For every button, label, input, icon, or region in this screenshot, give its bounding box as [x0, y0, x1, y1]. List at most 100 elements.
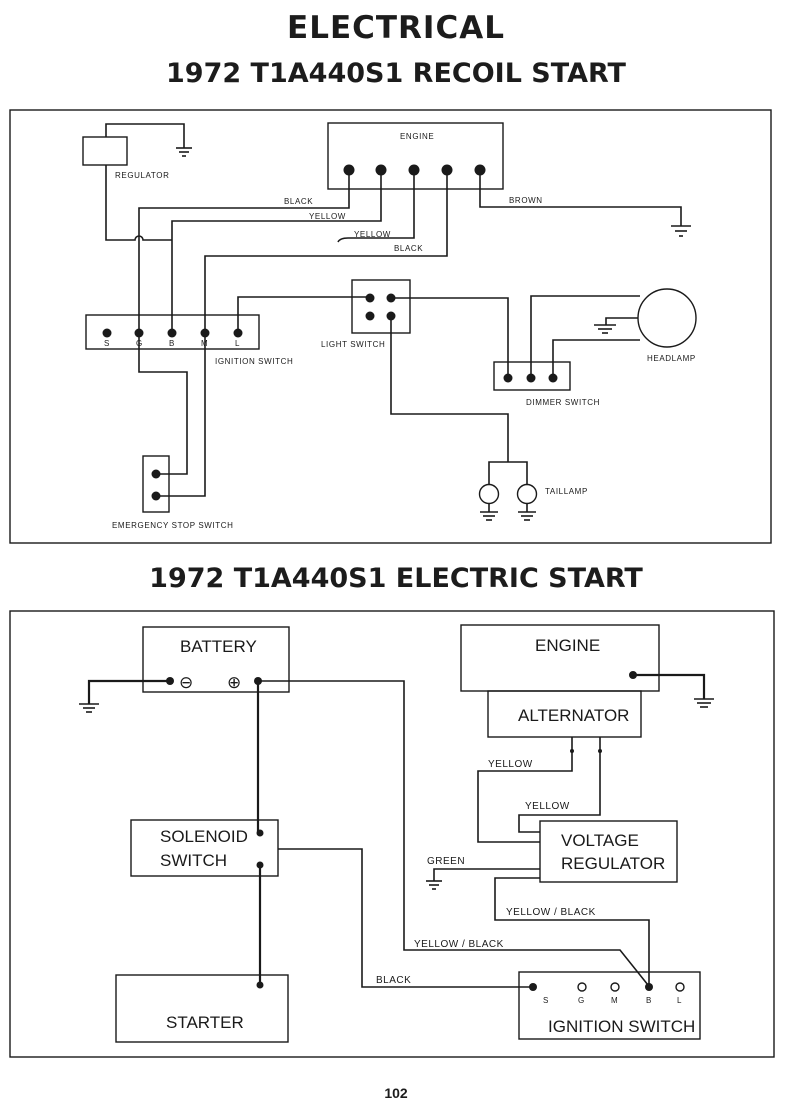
taillamp-label: TAILLAMP	[545, 487, 588, 496]
starter-label: STARTER	[166, 1013, 244, 1032]
stop-switch-kill-wire	[156, 333, 206, 497]
ignition-switch-label: IGNITION SWITCH	[548, 1017, 695, 1036]
starter-terminal	[256, 981, 264, 989]
battery-minus-icon: ⊖	[179, 673, 193, 692]
ignition-terminal-s	[529, 983, 537, 991]
black-wire-2-label: BLACK	[394, 244, 423, 253]
yellow-wire-2-label: YELLOW	[354, 230, 391, 239]
brown-wire	[479, 170, 682, 226]
yellow-wire-1	[477, 737, 573, 843]
yellow-black-wire-regulator	[494, 877, 650, 987]
lighting-feed-wire	[237, 296, 370, 333]
ignition-terminal-b	[645, 983, 653, 991]
alternator-box	[487, 690, 642, 738]
engine-label: ENGINE	[535, 636, 600, 655]
light-to-dimmer-wire	[391, 297, 509, 378]
regulator-box	[82, 136, 128, 166]
yellow-wire-2	[518, 737, 601, 833]
engine-box	[327, 122, 504, 190]
regulator-label: REGULATOR	[115, 171, 169, 180]
solenoid-label-line2: SWITCH	[160, 851, 227, 870]
ignition-switch-box	[518, 971, 701, 1040]
ground-symbol	[671, 225, 691, 237]
ignition-terminal-labels: S G B M L	[104, 339, 240, 348]
solenoid-terminal	[256, 829, 264, 837]
battery-ground-wire	[87, 679, 170, 704]
solenoid-label-line1: SOLENOID	[160, 827, 248, 846]
black-wire	[278, 848, 530, 988]
ignition-terminal-g	[577, 982, 587, 992]
ignition-switch-box	[85, 314, 260, 350]
terminal-s: S	[104, 339, 110, 348]
ground-symbol	[594, 324, 616, 334]
taillamp-icon	[478, 483, 500, 521]
starter-box	[115, 974, 289, 1043]
recoil-start-diagram: REGULATOR ENGINE BLACK YELLOW YELLOW BLA…	[9, 109, 772, 544]
electric-panel-frame	[9, 610, 775, 1058]
ground-symbol	[426, 880, 442, 890]
battery-plus-icon: ⊕	[227, 673, 241, 692]
brown-wire-label: BROWN	[509, 196, 543, 205]
recoil-panel-frame	[9, 109, 772, 544]
engine-label: ENGINE	[400, 132, 434, 141]
terminal-g: G	[578, 996, 585, 1005]
emergency-stop-switch-box	[142, 455, 170, 513]
battery-box	[142, 626, 290, 693]
headlamp-high-wire	[530, 295, 640, 378]
ignition-terminal-labels: S G M B L	[543, 996, 682, 1005]
yellow-wire-1-label: YELLOW	[488, 759, 533, 770]
terminal-l: L	[677, 996, 682, 1005]
ignition-terminal-l	[675, 982, 685, 992]
engine-box	[460, 624, 660, 692]
yellow-wire-2-hook	[337, 237, 349, 243]
dimmer-switch-box	[493, 361, 571, 391]
light-switch-label: LIGHT SWITCH	[321, 340, 385, 349]
battery-label: BATTERY	[180, 637, 257, 656]
light-switch-box	[351, 279, 411, 334]
terminal-m: M	[611, 996, 618, 1005]
ignition-switch-label: IGNITION SWITCH	[215, 357, 293, 366]
taillamp-icon	[516, 483, 538, 521]
electric-start-heading: 1972 T1A440S1 ELECTRIC START	[149, 563, 643, 594]
terminal-b: B	[169, 339, 175, 348]
ignition-terminals	[102, 328, 243, 338]
yellow-black-wire-1-label: YELLOW / BLACK	[506, 907, 596, 918]
black-wire-label: BLACK	[376, 975, 411, 986]
terminal-l: L	[235, 339, 240, 348]
yellow-black-wire-2-label: YELLOW / BLACK	[414, 939, 504, 950]
emergency-stop-switch-label: EMERGENCY STOP SWITCH	[112, 521, 234, 530]
voltage-regulator-label-line1: VOLTAGE	[561, 831, 639, 850]
terminal-b: B	[646, 996, 652, 1005]
page-number: 102	[384, 1085, 408, 1101]
green-wire	[433, 868, 540, 881]
stop-switch-ground-wire	[138, 333, 188, 475]
ground-symbol	[79, 703, 99, 713]
black-wire-1-label: BLACK	[284, 197, 313, 206]
dimmer-switch-label: DIMMER SWITCH	[526, 398, 600, 407]
voltage-regulator-box	[539, 820, 678, 883]
black-wire-2	[204, 170, 448, 330]
electric-start-diagram: BATTERY ⊖ ⊕ SOLENOID SWITCH BLACK STARTE…	[9, 610, 775, 1058]
green-wire-label: GREEN	[427, 856, 465, 867]
page-title: ELECTRICAL	[287, 10, 505, 46]
ignition-terminal-m	[610, 982, 620, 992]
engine-ground-wire	[633, 673, 706, 699]
ground-symbol	[694, 698, 714, 708]
solenoid-switch-box	[130, 819, 279, 877]
recoil-start-heading: 1972 T1A440S1 RECOIL START	[166, 58, 626, 89]
ground-symbol	[176, 147, 192, 157]
voltage-regulator-label-line2: REGULATOR	[561, 854, 665, 873]
yellow-wire-2	[348, 170, 415, 239]
headlamp-low-wire	[552, 339, 640, 378]
black-wire-1	[138, 170, 350, 330]
regulator-output-wire	[105, 165, 172, 241]
taillamp-feed-wire	[390, 316, 509, 462]
headlamp-label: HEADLAMP	[647, 354, 696, 363]
headlamp-icon	[637, 288, 697, 348]
yellow-wire-2-label: YELLOW	[525, 801, 570, 812]
headlamp-ground-wire	[605, 317, 638, 325]
taillamp-branch-wire	[488, 461, 528, 484]
yellow-wire-1	[171, 170, 382, 330]
terminal-s: S	[543, 996, 549, 1005]
